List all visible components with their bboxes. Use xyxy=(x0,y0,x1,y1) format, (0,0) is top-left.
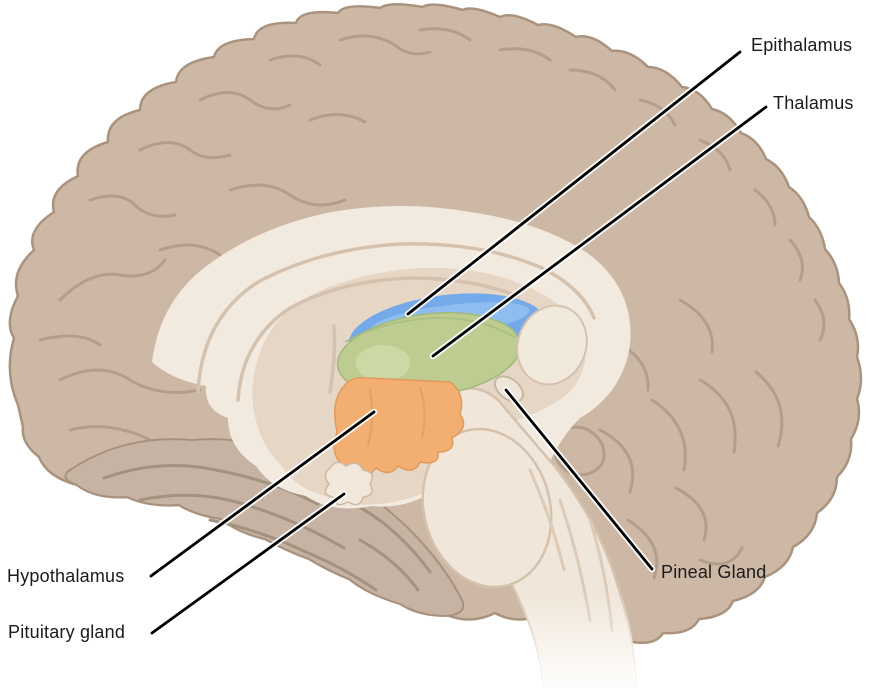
splenium xyxy=(516,304,588,386)
label-thalamus: Thalamus xyxy=(773,93,854,113)
label-pineal-gland: Pineal Gland xyxy=(661,562,767,582)
thalamus-top-edge xyxy=(344,316,517,343)
leader-hypothalamus xyxy=(149,410,376,578)
leader-thalamus xyxy=(431,105,768,358)
label-hypothalamus: Hypothalamus xyxy=(7,566,125,586)
thalamus-inner-shade xyxy=(356,345,410,381)
pituitary-gland-shape xyxy=(324,461,374,506)
cortex-sulci xyxy=(38,27,826,442)
leader-pineal xyxy=(504,388,654,571)
leader-lines xyxy=(149,50,768,635)
leader-pituitary xyxy=(150,492,346,635)
label-pituitary-gland: Pituitary gland xyxy=(8,622,126,642)
label-epithalamus: Epithalamus xyxy=(751,35,853,55)
leader-epithalamus xyxy=(406,50,742,316)
hypothalamus-creases xyxy=(367,387,426,446)
fornix-arc xyxy=(328,324,337,394)
